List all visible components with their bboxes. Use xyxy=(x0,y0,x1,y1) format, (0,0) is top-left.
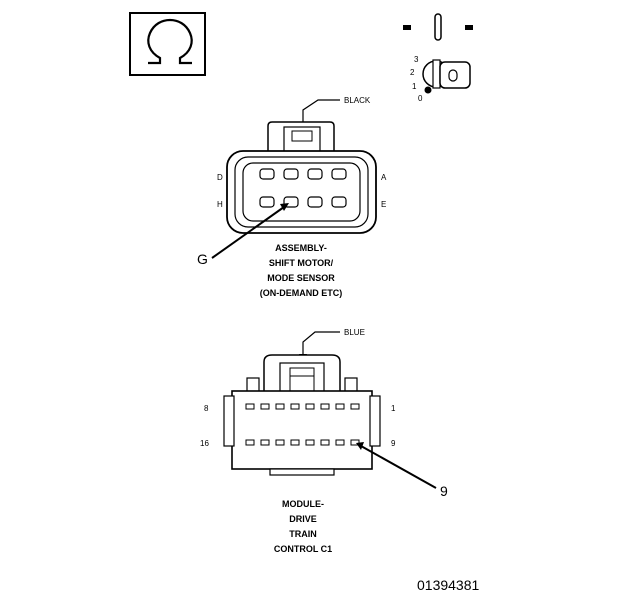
pin-label-bottom-left: 16 xyxy=(200,439,209,448)
ohm-symbol-icon xyxy=(129,12,206,76)
caption-line-3: MODE SENSOR xyxy=(267,273,335,283)
pin-label-bottom-right: E xyxy=(381,200,386,209)
connector-shift-motor: BLACK D A H E G ASSEMBLY- SHIFT MOTOR/ M… xyxy=(197,96,387,298)
connector-color-label: BLACK xyxy=(344,96,371,105)
connector-color-label: BLUE xyxy=(344,328,365,337)
key-position-0: 0 xyxy=(418,94,423,103)
caption-line-4: CONTROL C1 xyxy=(274,544,332,554)
key-position-2: 2 xyxy=(410,68,415,77)
caption-line-1: MODULE- xyxy=(282,499,324,509)
key-position-3: 3 xyxy=(414,55,419,64)
caption-line-2: DRIVE xyxy=(289,514,317,524)
ignition-key-icon: 3 2 1 0 xyxy=(403,13,473,103)
callout-letter: G xyxy=(197,251,208,267)
pin-label-bottom-left: H xyxy=(217,200,223,209)
callout-number: 9 xyxy=(440,483,448,499)
caption-line-3: TRAIN xyxy=(289,529,317,539)
pin-label-bottom-right: 9 xyxy=(391,439,396,448)
caption-line-2: SHIFT MOTOR/ xyxy=(269,258,334,268)
figure-id: 01394381 xyxy=(417,577,480,593)
pin-label-top-left: D xyxy=(217,173,223,182)
pin-label-top-right: A xyxy=(381,173,387,182)
pin-label-top-left: 8 xyxy=(204,404,209,413)
caption-line-1: ASSEMBLY- xyxy=(275,243,327,253)
key-position-1: 1 xyxy=(412,82,417,91)
connector-drivetrain-module: BLUE 8 1 16 9 xyxy=(200,328,448,554)
caption-line-4: (ON-DEMAND ETC) xyxy=(260,288,343,298)
pin-label-top-right: 1 xyxy=(391,404,396,413)
